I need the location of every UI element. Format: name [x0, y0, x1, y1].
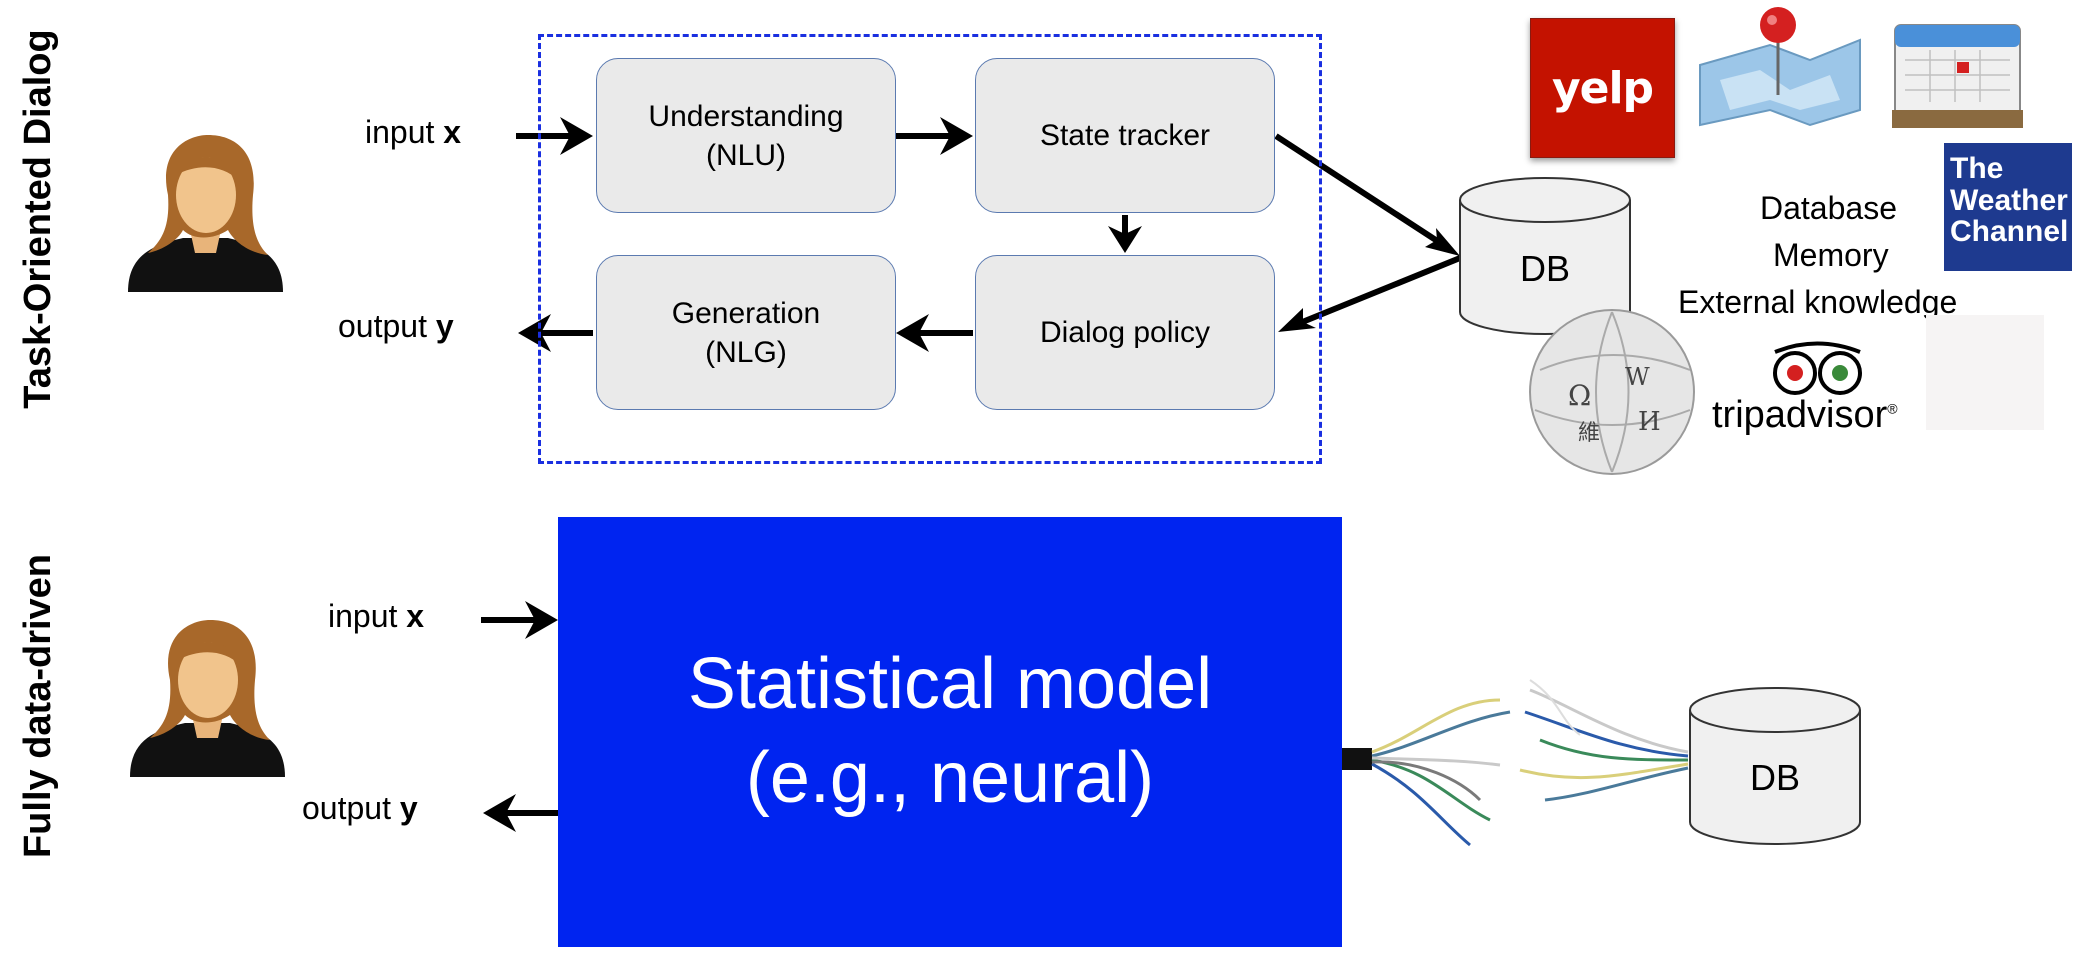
- statistical-model-box: Statistical model (e.g., neural): [558, 517, 1342, 947]
- top-input-prefix: input: [365, 114, 444, 150]
- weather-logo-line: Weather: [1950, 183, 2068, 217]
- yelp-logo: yelp: [1530, 18, 1675, 158]
- top-input-var: x: [443, 114, 462, 150]
- cable-icon: [1342, 679, 1689, 847]
- module-nlu-title: Understanding: [648, 99, 844, 133]
- calendar-icon: [1892, 24, 2023, 128]
- model-title: Statistical model: [687, 644, 1213, 725]
- tripadvisor-logo-text: tripadvisor®: [1712, 394, 1898, 437]
- user-avatar-icon: [130, 620, 285, 777]
- knowledge-database: Database: [1760, 190, 1897, 226]
- arrow-bottom-output: [483, 794, 558, 832]
- model-subtitle: (e.g., neural): [745, 738, 1155, 818]
- bottom-input-label: input x: [328, 598, 424, 635]
- arrow-nlu-to-state: [896, 117, 973, 155]
- arrow-db-to-policy: [1278, 255, 1462, 332]
- arrow-policy-to-nlg: [896, 314, 973, 352]
- svg-text:W: W: [1625, 363, 1650, 391]
- foursquare-logo-bg: [1926, 315, 2044, 430]
- tripadvisor-owl-icon: [1773, 341, 1862, 395]
- db-label-top: DB: [1519, 248, 1570, 289]
- user-avatar-icon: [128, 135, 283, 292]
- bottom-output-var: y: [399, 790, 418, 826]
- bottom-input-prefix: input: [328, 598, 407, 634]
- weather-logo-line: The: [1950, 152, 2004, 185]
- pipeline-boundary: [538, 34, 1322, 464]
- weather-channel-logo: The Weather Channel: [1944, 143, 2072, 271]
- db-cylinder-top: [1459, 177, 1631, 335]
- weather-logo-line: Channel: [1950, 215, 2069, 248]
- module-nlu: Understanding (NLU): [596, 58, 896, 213]
- svg-text:Ω: Ω: [1568, 379, 1591, 412]
- knowledge-memory: Memory: [1773, 237, 1889, 273]
- top-input-label: input x: [365, 114, 461, 151]
- top-output-label: output y: [338, 308, 454, 345]
- db-cylinder-bottom: [1689, 687, 1861, 845]
- yelp-logo-text: yelp: [1551, 62, 1654, 114]
- module-dialog-policy-title: Dialog policy: [1039, 316, 1211, 349]
- module-nlg-abbr: (NLG): [705, 335, 787, 369]
- module-nlg-title: Generation: [671, 296, 821, 330]
- arrow-nlg-to-output: [518, 314, 593, 352]
- arrow-input-to-nlu: [516, 117, 593, 155]
- bottom-input-var: x: [406, 598, 425, 634]
- wikipedia-globe-icon: Ω W И 維: [1529, 309, 1695, 475]
- module-state-tracker: State tracker: [975, 58, 1275, 213]
- arrow-state-to-db: [1274, 133, 1460, 256]
- top-output-var: y: [435, 308, 454, 344]
- top-output-prefix: output: [338, 308, 436, 344]
- arrow-state-to-policy: [1108, 215, 1142, 253]
- map-icon: [1699, 7, 1861, 127]
- bottom-output-prefix: output: [302, 790, 400, 826]
- svg-text:И: И: [1638, 407, 1661, 437]
- db-label-bottom: DB: [1749, 757, 1800, 798]
- knowledge-external: External knowledge: [1678, 284, 1958, 320]
- tripadvisor-wordmark: tripadvisor: [1712, 394, 1888, 436]
- svg-text:維: 維: [1578, 421, 1600, 446]
- module-dialog-policy: Dialog policy: [975, 255, 1275, 410]
- bottom-output-label: output y: [302, 790, 418, 827]
- module-nlu-abbr: (NLU): [706, 138, 786, 172]
- module-state-tracker-title: State tracker: [1039, 119, 1211, 152]
- module-nlg: Generation (NLG): [596, 255, 896, 410]
- arrow-bottom-input: [481, 601, 558, 639]
- tripadvisor-registered-mark: ®: [1887, 400, 1898, 417]
